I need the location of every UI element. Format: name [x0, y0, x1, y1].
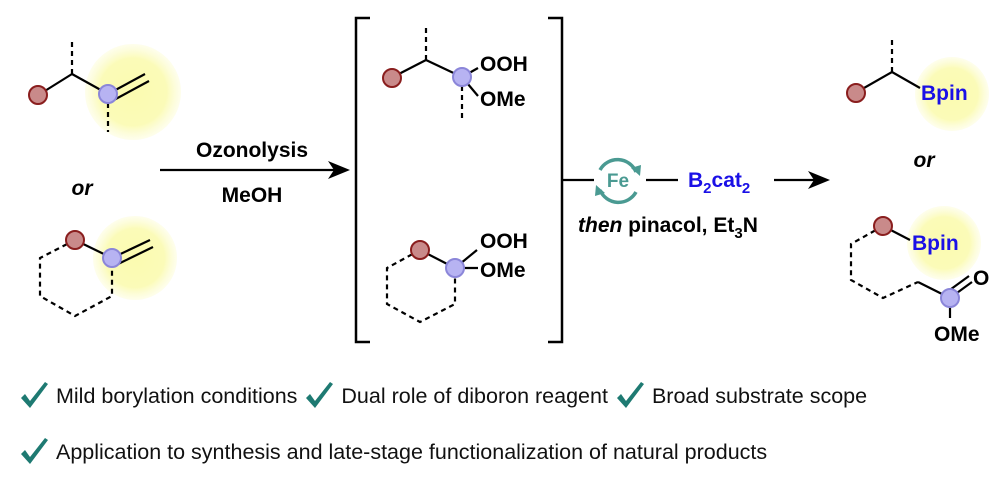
label-ooh: OOH — [480, 53, 528, 76]
arrow-borylation: Fe B2cat2 then pinacol, Et3N — [563, 157, 830, 242]
label-ome: OMe — [480, 88, 526, 111]
bracket-right — [548, 16, 564, 344]
substrate-cyclic — [38, 216, 177, 318]
feature-row-2: Application to synthesis and late-stage … — [18, 432, 873, 472]
highlight-glow — [907, 206, 981, 280]
product-top-bpin: Bpin — [921, 82, 968, 105]
feature-item: Mild borylation conditions — [18, 380, 297, 412]
arrow-ozonolysis: Ozonolysis MeOH — [160, 139, 350, 207]
highlight-glow — [93, 216, 177, 300]
workup-label: then pinacol, Et3N — [578, 214, 758, 242]
carbon-atom — [445, 258, 465, 278]
label-o: O — [973, 267, 989, 290]
r-group-atom — [846, 83, 866, 103]
bracket-left — [354, 16, 370, 344]
conditions-bottom: MeOH — [222, 184, 283, 207]
substrate-acyclic — [28, 38, 181, 140]
product-cyclic-opened: Bpin O OMe — [849, 206, 989, 346]
or-right: or — [914, 149, 937, 172]
checkmark-icon — [306, 382, 334, 408]
checkmark-icon — [21, 438, 48, 464]
label-ooh: OOH — [480, 230, 528, 253]
feature-list: Mild borylation conditions Dual role of … — [18, 376, 873, 488]
highlight-glow — [915, 57, 989, 131]
alkene-carbon-atom — [98, 84, 118, 104]
alkene-carbon-atom — [102, 248, 122, 268]
label-ome: OMe — [480, 259, 526, 282]
fe-cycle-icon — [595, 157, 641, 205]
product-bottom-bpin: Bpin — [912, 232, 959, 255]
feature-item: Application to synthesis and late-stage … — [18, 436, 767, 468]
carbon-atom — [940, 288, 960, 308]
r-group-atom — [873, 216, 893, 236]
r-group-atom — [28, 85, 48, 105]
checkmark-icon — [616, 382, 644, 408]
reagent-label: B2cat2 — [688, 169, 750, 197]
reaction-scheme: or Ozonolysis MeOH OOH OMe — [28, 16, 989, 346]
r-group-atom — [410, 240, 430, 260]
intermediate-acyclic: OOH OMe — [382, 25, 528, 122]
feature-label: Mild borylation conditions — [56, 383, 298, 408]
feature-item: Dual role of diboron reagent — [303, 380, 608, 412]
feature-label: Broad substrate scope — [651, 383, 868, 408]
feature-label: Application to synthesis and late-stage … — [56, 439, 768, 464]
carbon-atom — [452, 67, 472, 87]
r-group-atom — [382, 68, 402, 88]
catalyst-label: Fe — [607, 171, 629, 192]
r-group-atom — [65, 230, 85, 250]
or-left: or — [72, 177, 95, 200]
feature-row-1: Mild borylation conditions Dual role of … — [18, 376, 873, 416]
feature-label: Dual role of diboron reagent — [341, 383, 608, 408]
conditions-top: Ozonolysis — [196, 139, 308, 162]
label-ome: OMe — [934, 323, 980, 346]
product-acyclic: Bpin — [846, 36, 989, 131]
feature-item: Broad substrate scope — [614, 380, 867, 412]
checkmark-icon — [21, 382, 48, 408]
intermediate-cyclic: OOH OMe — [385, 230, 528, 324]
